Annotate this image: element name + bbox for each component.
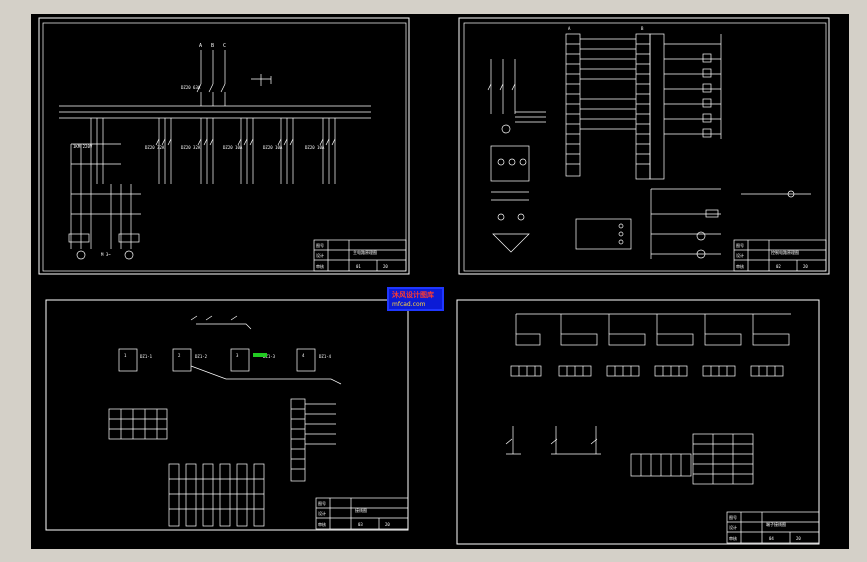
title-control: 控制电路原理图 (771, 249, 799, 255)
header-b: B (641, 26, 644, 31)
panel-control-circuit: A B 图号 设计 (458, 17, 830, 275)
breaker-label-4: DZ20 10A (263, 145, 283, 150)
svg-text:图号: 图号 (729, 514, 737, 520)
watermark-line2: mfcad.com (392, 301, 426, 308)
breaker-label-5: DZ20 10A (305, 145, 325, 150)
panel-main-circuit: A B C DZ20 63A DZ20 32A DZ20 32A DZ20 10… (38, 17, 410, 275)
motor-label: M 3~ (101, 252, 111, 257)
svg-text:图号: 图号 (736, 242, 744, 248)
svg-text:DZ1-4: DZ1-4 (319, 354, 332, 359)
svg-text:4: 4 (302, 353, 305, 358)
title-wiring: 接线图 (355, 507, 367, 513)
wiring-box-2 (172, 348, 192, 372)
title-main: 主电路原理图 (353, 249, 377, 255)
svg-text:审核: 审核 (736, 263, 744, 269)
title-block-terminal: 图号 设计 审核 端子接线图 04 20 (726, 511, 820, 544)
svg-text:04: 04 (769, 536, 774, 541)
svg-text:设计: 设计 (316, 252, 324, 258)
svg-text:图号: 图号 (318, 500, 326, 506)
svg-text:20: 20 (385, 522, 390, 527)
title-block-control: 图号 设计 审核 控制电路原理图 02 20 (733, 239, 827, 272)
svg-text:20: 20 (796, 536, 801, 541)
drawing-canvas[interactable]: A B C DZ20 63A DZ20 32A DZ20 32A DZ20 10… (31, 14, 849, 549)
breaker-label-3: DZ20 10A (223, 145, 243, 150)
wiring-box-3 (230, 348, 250, 372)
breaker-label-1: DZ20 32A (145, 145, 165, 150)
svg-text:图号: 图号 (316, 242, 324, 248)
contactor-label: 1KM 220V (73, 144, 93, 149)
bus-label-c: C (223, 43, 226, 49)
main-breaker-label: DZ20 63A (181, 85, 201, 90)
watermark-line1: 沐风设计图库 (392, 291, 434, 299)
svg-text:设计: 设计 (736, 252, 744, 258)
bus-label-b: B (211, 43, 214, 49)
title-block-main: 图号 设计 审核 主电路原理图 01 20 (313, 239, 407, 272)
panel-terminal: 图号 设计 审核 端子接线图 04 20 (456, 299, 820, 545)
svg-text:设计: 设计 (318, 510, 326, 516)
svg-text:20: 20 (383, 264, 388, 269)
wiring-box-1 (118, 348, 138, 372)
svg-text:DZ1-2: DZ1-2 (195, 354, 208, 359)
svg-text:03: 03 (358, 522, 363, 527)
title-block-wiring: 图号 设计 审核 接线图 03 20 (315, 497, 409, 530)
bus-label-a: A (199, 43, 202, 49)
breaker-label-2: DZ20 32A (181, 145, 201, 150)
svg-text:3: 3 (236, 353, 239, 358)
svg-text:审核: 审核 (318, 521, 326, 527)
svg-text:审核: 审核 (729, 535, 737, 541)
highlight-mark (253, 353, 267, 357)
title-terminal: 端子接线图 (766, 521, 786, 527)
svg-text:1: 1 (124, 353, 127, 358)
wiring-box-4 (296, 348, 316, 372)
svg-text:01: 01 (356, 264, 361, 269)
header-a: A (568, 26, 571, 31)
svg-text:设计: 设计 (729, 524, 737, 530)
svg-text:02: 02 (776, 264, 781, 269)
svg-text:DZ1-3: DZ1-3 (263, 354, 276, 359)
svg-text:20: 20 (803, 264, 808, 269)
svg-text:2: 2 (178, 353, 181, 358)
svg-text:审核: 审核 (316, 263, 324, 269)
watermark-logo: 沐风设计图库 mfcad.com (387, 287, 444, 311)
panel-wiring: 1 2 3 4 DZ1-1 DZ1-2 DZ1-3 DZ1-4 图 (45, 299, 409, 531)
svg-text:DZ1-1: DZ1-1 (140, 354, 153, 359)
